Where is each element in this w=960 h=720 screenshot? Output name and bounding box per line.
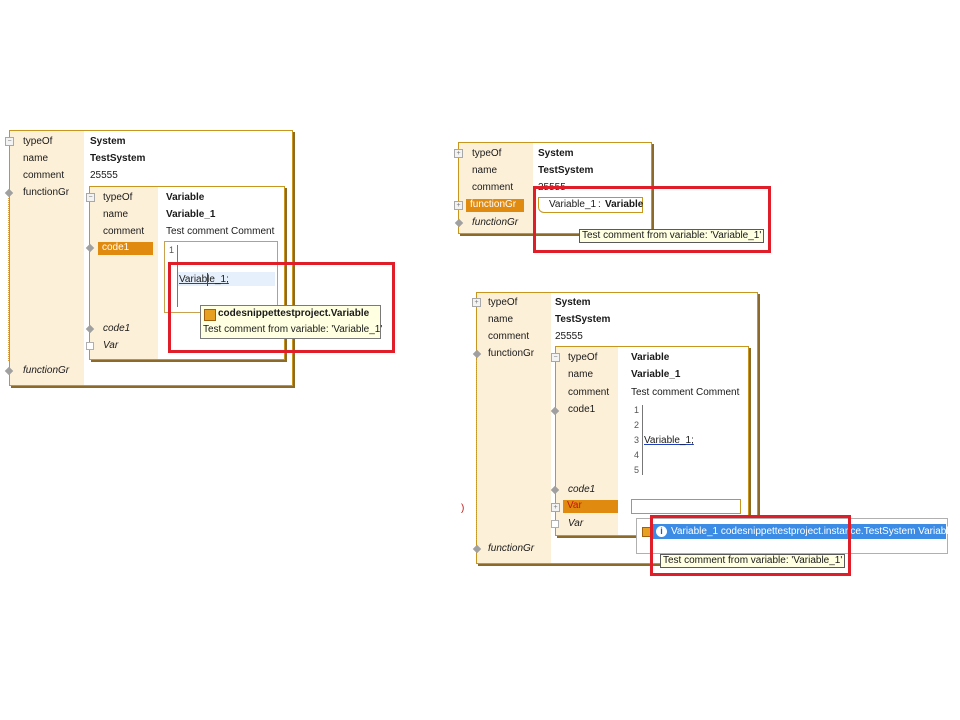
ref-name: Variable_1 xyxy=(549,199,597,210)
label-code1-selected[interactable]: code1 xyxy=(98,242,153,255)
callout-box xyxy=(168,262,395,353)
hover-tooltip: Test comment from variable: 'Variable_1' xyxy=(579,229,765,243)
label-typeof: typeOf xyxy=(568,352,598,363)
line-number: 2 xyxy=(634,420,640,430)
ref-type: Variable xyxy=(605,199,644,210)
callout-box xyxy=(650,515,851,576)
value-typeof[interactable]: System xyxy=(90,136,126,147)
code-text[interactable]: Variable_1; xyxy=(644,435,694,446)
line-number: 1 xyxy=(169,245,175,255)
empty-slot-icon xyxy=(86,342,94,350)
value-comment[interactable]: 25555 xyxy=(555,331,583,342)
label-name: name xyxy=(488,314,514,325)
callout-box xyxy=(533,186,771,253)
label-functiongr-selected[interactable]: functionGr xyxy=(466,199,524,212)
info-icon: i xyxy=(656,526,667,537)
value-typeof[interactable]: System xyxy=(555,297,591,308)
expand-icon[interactable]: + xyxy=(551,503,560,512)
label-functiongr-add[interactable]: functionGr xyxy=(23,365,70,376)
completion-item[interactable]: codesnippettestproject.Variable xyxy=(218,308,370,319)
var-input[interactable] xyxy=(631,499,741,514)
completion-popup-right[interactable]: i Variable_1 codesnippettestproject.inst… xyxy=(636,518,954,554)
line-number: 4 xyxy=(634,450,640,460)
stray-mark: ) xyxy=(461,503,465,514)
label-functiongr-add[interactable]: functionGr xyxy=(488,543,535,554)
hover-tooltip: Test comment from variable: 'Variable_1' xyxy=(660,554,846,568)
value-name[interactable]: TestSystem xyxy=(555,314,611,325)
variable-node-left-side xyxy=(90,187,158,359)
value-typeof[interactable]: Variable xyxy=(166,192,205,203)
label-name: name xyxy=(472,165,498,176)
collapse-icon[interactable]: − xyxy=(5,137,14,146)
value-name[interactable]: Variable_1 xyxy=(166,209,216,220)
completion-tip: Test comment from variable: 'Variable_1' xyxy=(203,324,383,335)
collapse-icon[interactable]: − xyxy=(551,353,560,362)
label-name: name xyxy=(103,209,129,220)
system-node-right-bottom-side xyxy=(477,293,551,563)
label-functiongr: functionGr xyxy=(488,348,535,359)
label-name: name xyxy=(568,369,594,380)
collapse-icon[interactable]: − xyxy=(86,193,95,202)
label-typeof: typeOf xyxy=(488,297,518,308)
value-name[interactable]: Variable_1 xyxy=(631,369,681,380)
code-editor-right[interactable]: 1 2 3 4 5 Variable_1; xyxy=(631,404,741,476)
label-comment: comment xyxy=(488,331,530,342)
line-number: 3 xyxy=(634,435,640,445)
expand-icon[interactable]: + xyxy=(454,149,463,158)
system-node-right-top-side xyxy=(459,143,533,233)
line-number: 1 xyxy=(634,405,640,415)
value-comment[interactable]: 25555 xyxy=(90,170,118,181)
label-functiongr: functionGr xyxy=(23,187,70,198)
empty-slot-icon xyxy=(551,520,559,528)
code-text[interactable]: Variable_1; xyxy=(179,274,229,285)
text-caret xyxy=(207,273,208,286)
label-comment: comment xyxy=(472,182,514,193)
gutter-line xyxy=(177,245,178,307)
class-icon xyxy=(204,309,216,321)
value-typeof[interactable]: System xyxy=(538,148,574,159)
value-comment[interactable]: Test comment Comment xyxy=(631,387,740,398)
tree-guide xyxy=(8,198,9,361)
value-name[interactable]: TestSystem xyxy=(90,153,146,164)
label-code1-add[interactable]: code1 xyxy=(103,323,131,334)
tree-guide xyxy=(476,360,477,540)
value-typeof[interactable]: Variable xyxy=(631,352,670,363)
gutter-line xyxy=(642,405,643,475)
label-var[interactable]: Var xyxy=(103,340,119,351)
value-name[interactable]: TestSystem xyxy=(538,165,594,176)
label-code1-add[interactable]: code1 xyxy=(568,484,596,495)
completion-popup-left[interactable]: codesnippettestproject.Variable Test com… xyxy=(200,305,383,339)
completion-item-selected[interactable] xyxy=(653,524,946,539)
label-typeof: typeOf xyxy=(103,192,133,203)
label-typeof: typeOf xyxy=(23,136,53,147)
reference-chip[interactable]: Variable_1 : Variable xyxy=(538,197,643,213)
value-comment[interactable]: Test comment Comment xyxy=(166,226,275,237)
label-typeof: typeOf xyxy=(472,148,502,159)
label-functiongr-add[interactable]: functionGr xyxy=(472,217,519,228)
label-name: name xyxy=(23,153,49,164)
current-line-highlight xyxy=(178,272,275,286)
label-comment: comment xyxy=(23,170,65,181)
expand-icon[interactable]: + xyxy=(454,201,463,210)
code-editor-left[interactable]: 1 Variable_1; xyxy=(164,241,278,313)
line-number: 5 xyxy=(634,465,640,475)
ref-sep: : xyxy=(598,199,601,210)
expand-icon[interactable]: + xyxy=(472,298,481,307)
label-comment: comment xyxy=(103,226,145,237)
completion-item[interactable]: Variable_1 codesnippettestproject.instan… xyxy=(671,526,955,537)
label-comment: comment xyxy=(568,387,610,398)
label-var[interactable]: Var xyxy=(568,518,584,529)
label-var-selected[interactable]: Var xyxy=(563,500,618,513)
label-code1: code1 xyxy=(568,404,596,415)
system-node-left-side xyxy=(10,131,84,385)
